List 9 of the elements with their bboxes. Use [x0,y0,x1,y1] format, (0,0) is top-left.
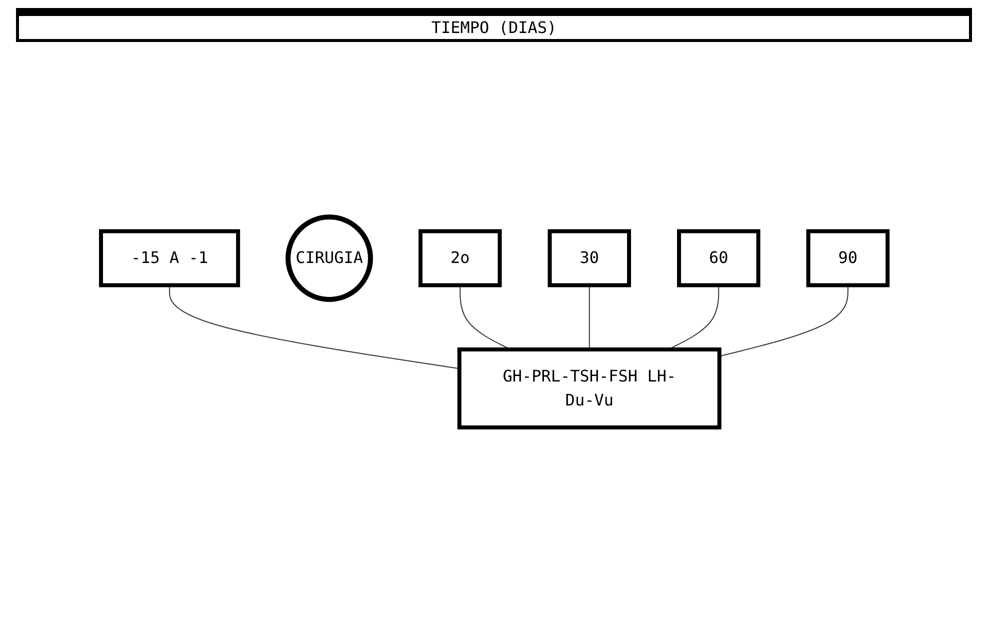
node-circle: CIRUGIA [285,214,373,302]
node-box: -15 A -1 [98,229,240,287]
node-box: 2o [418,229,502,287]
connector [588,284,590,350]
node-box: GH-PRL-TSH-FSH LH-Du-Vu [457,347,722,430]
node-box: 90 [806,229,890,287]
node-box: 30 [547,229,631,287]
title-banner: TIEMPO (DIAS) [16,8,972,42]
node-box: 60 [676,229,760,287]
